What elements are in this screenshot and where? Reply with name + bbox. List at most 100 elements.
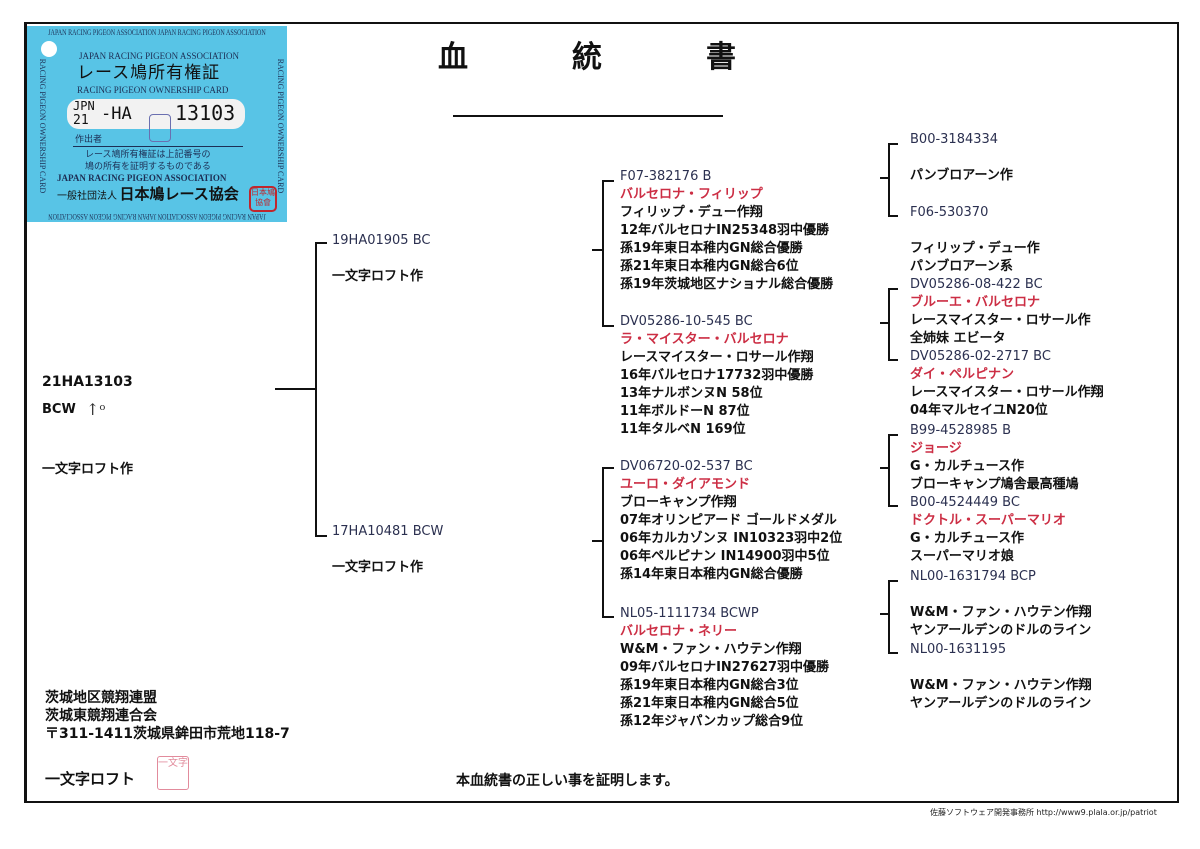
- bracket-line: [888, 434, 898, 507]
- sire-sire-line: 孫21年東日本稚内GN総合6位: [620, 259, 799, 274]
- ownership-card: JAPAN RACING PIGEON ASSOCIATION JAPAN RA…: [27, 26, 287, 222]
- owner-club2: 茨城東競翔連合会: [45, 708, 157, 724]
- card-edge-top-text: JAPAN RACING PIGEON ASSOCIATION JAPAN RA…: [48, 28, 266, 37]
- dam-sire-line: 孫14年東日本稚内GN総合優勝: [620, 567, 803, 582]
- ds-sire-line: ブローキャンプ鳩舎最高種鳩: [910, 477, 1079, 492]
- ds-dam-line: G・カルチュース作: [910, 531, 1025, 546]
- sd-sire-line: ブルーエ・バルセロナ: [910, 295, 1041, 310]
- ss-sire-line: パンブロアーン作: [910, 168, 1013, 183]
- card-edge-top: JAPAN RACING PIGEON ASSOCIATION JAPAN RA…: [48, 28, 266, 38]
- card-org-name: 日本鳩レース協会: [119, 187, 239, 203]
- sire-dam-line: DV05286-10-545 BC: [620, 314, 753, 329]
- title-underline: [453, 115, 723, 117]
- ss-sire-line: B00-3184334: [910, 132, 999, 147]
- card-org-prefix: 一般社団法人: [57, 191, 117, 202]
- bracket-line: [888, 580, 898, 654]
- bracket-stub: [592, 249, 602, 251]
- sire-dam-line: レースマイスター・ロサール作翔: [620, 350, 814, 365]
- card-maker-stamp: [149, 114, 171, 142]
- ss-dam-line: フィリップ・デュー作: [910, 241, 1040, 256]
- sire-dam-line: 11年ボルドーN 87位: [620, 404, 750, 419]
- document-frame: [24, 22, 1179, 803]
- dd-sire-line: ヤンアールデンのドルのライン: [910, 623, 1092, 638]
- dam-dam-line: 孫12年ジャパンカップ総合9位: [620, 714, 804, 729]
- sire-dam-line: 13年ナルボンヌN 58位: [620, 386, 763, 401]
- card-association: JAPAN RACING PIGEON ASSOCIATION: [79, 51, 239, 61]
- ring-series: -HA: [101, 104, 132, 124]
- ds-dam-line: B00-4524449 BC: [910, 495, 1020, 510]
- card-note-line: 鳩の所有を証明するものである: [85, 161, 211, 171]
- sire-sire-line: 12年バルセロナIN25348羽中優勝: [620, 223, 830, 238]
- bracket-line: [888, 288, 898, 361]
- card-association-seal: 日本鳩 協會: [249, 186, 277, 212]
- dam-line: 一文字ロフト作: [332, 560, 424, 575]
- footer-credit: 佐藤ソフトウェア開発事務所 http://www9.plala.or.jp/pa…: [930, 808, 1157, 817]
- ss-dam-line: F06-530370: [910, 205, 989, 220]
- ss-dam-line: パンブロアーン系: [910, 259, 1013, 274]
- title-char: 統: [572, 40, 602, 75]
- bracket-stub: [275, 388, 315, 390]
- card-maker-label: 作出者: [75, 134, 103, 144]
- subject-color: BCW: [42, 402, 76, 417]
- ring-number-box: JPN 21 -HA 13103: [67, 99, 245, 129]
- bracket-line: [602, 180, 614, 327]
- sire-sire-line: フィリップ・デュー作翔: [620, 205, 763, 220]
- certification-text: 本血統書の正しい事を証明します。: [456, 773, 679, 789]
- card-note: レース鳩所有権証は上記番号の 鳩の所有を証明するものである: [85, 148, 211, 172]
- sd-dam-line: 04年マルセイユN20位: [910, 403, 1048, 418]
- dam-dam-line: 09年バルセロナIN27627羽中優勝: [620, 660, 830, 675]
- bracket-stub: [880, 467, 888, 469]
- sire-dam-line: 11年タルベN 169位: [620, 422, 746, 437]
- dam-dam-line: 孫21年東日本稚内GN総合5位: [620, 696, 799, 711]
- card-note-line: レース鳩所有権証は上記番号の: [85, 149, 211, 159]
- ring-country: JPN: [73, 99, 95, 113]
- card-divider: [73, 146, 243, 147]
- sd-dam-line: ダイ・ペルピナン: [910, 367, 1015, 382]
- subject-breeder: 一文字ロフト作: [42, 462, 134, 477]
- card-org: 一般社団法人 日本鳩レース協会: [57, 186, 239, 206]
- dam-dam-line: NL05-1111734 BCWP: [620, 606, 759, 621]
- ds-dam-line: ドクトル・スーパーマリオ: [910, 513, 1066, 528]
- ring-year: 21: [73, 113, 89, 128]
- card-title-ja: レース鳩所有権証: [77, 63, 221, 83]
- bracket-line: [888, 143, 898, 217]
- dam-dam-line: W&M・ファン・ハウテン作翔: [620, 642, 802, 657]
- card-edge-bottom-text: JAPAN RACING PIGEON ASSOCIATION JAPAN RA…: [48, 212, 266, 221]
- sire-line: 一文字ロフト作: [332, 269, 424, 284]
- handwritten-mark: ↑ᵒ: [86, 400, 106, 419]
- card-association-caps: JAPAN RACING PIGEON ASSOCIATION: [57, 173, 227, 183]
- sd-sire-line: DV05286-08-422 BC: [910, 277, 1043, 292]
- loft-seal: 一文字: [157, 756, 189, 790]
- dam-line: 17HA10481 BCW: [332, 524, 444, 539]
- dam-sire-line: 06年カルカゾンヌ IN10323羽中2位: [620, 531, 843, 546]
- title-char: 血: [438, 40, 468, 75]
- dam-sire-line: 06年ペルピナン IN14900羽中5位: [620, 549, 830, 564]
- ds-sire-line: ジョージ: [910, 441, 962, 456]
- card-edge-right: RACING PIGEON OWNERSHIP CARD: [276, 58, 285, 194]
- card-edge-bottom: JAPAN RACING PIGEON ASSOCIATION JAPAN RA…: [48, 211, 266, 221]
- sire-sire-line: 孫19年茨城地区ナショナル総合優勝: [620, 277, 834, 292]
- dd-dam-line: W&M・ファン・ハウテン作翔: [910, 678, 1092, 693]
- dd-sire-line: W&M・ファン・ハウテン作翔: [910, 605, 1092, 620]
- sd-sire-line: 全姉妹 エビータ: [910, 331, 1006, 346]
- dd-dam-line: NL00-1631195: [910, 642, 1007, 657]
- bracket-stub: [880, 177, 888, 179]
- bracket-stub: [880, 322, 888, 324]
- sire-sire-line: バルセロナ・フィリップ: [620, 187, 763, 202]
- dam-sire-line: ユーロ・ダイアモンド: [620, 477, 751, 492]
- dd-dam-line: ヤンアールデンのドルのライン: [910, 696, 1092, 711]
- dam-dam-line: バルセロナ・ネリー: [620, 624, 738, 639]
- dam-dam-line: 孫19年東日本稚内GN総合3位: [620, 678, 799, 693]
- dam-sire-line: DV06720-02-537 BC: [620, 459, 753, 474]
- ds-sire-line: B99-4528985 B: [910, 423, 1012, 438]
- subject-ring: 21HA13103: [42, 374, 133, 390]
- dam-sire-line: ブローキャンプ作翔: [620, 495, 737, 510]
- sire-line: 19HA01905 BC: [332, 233, 431, 248]
- sd-dam-line: DV05286-02-2717 BC: [910, 349, 1051, 364]
- ring-number: 13103: [175, 101, 236, 125]
- dam-sire-line: 07年オリンピアード ゴールドメダル: [620, 513, 837, 528]
- ds-sire-line: G・カルチュース作: [910, 459, 1025, 474]
- sire-sire-line: 孫19年東日本稚内GN総合優勝: [620, 241, 803, 256]
- bracket-stub: [592, 540, 602, 542]
- card-edge-left: RACING PIGEON OWNERSHIP CARD: [38, 58, 47, 194]
